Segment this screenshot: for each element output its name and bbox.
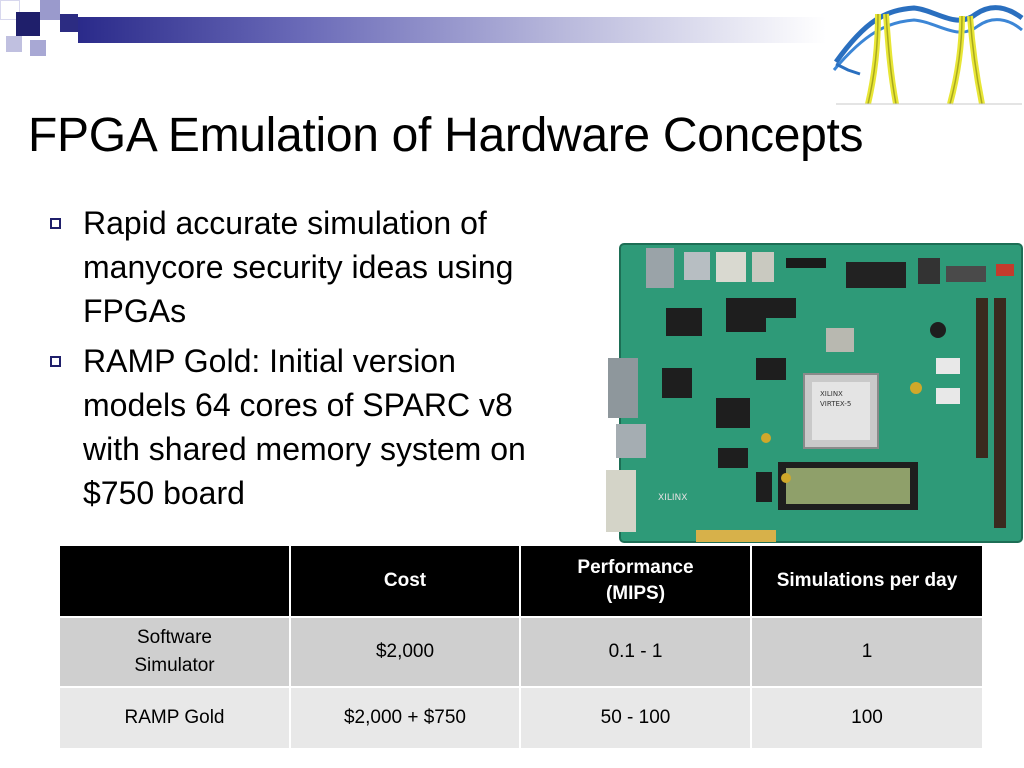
table-header-empty: [60, 546, 291, 617]
header-perf-line1: Performance: [577, 557, 694, 578]
cost-cell: $2,000: [290, 616, 521, 687]
row-name-line2: Simulator: [134, 655, 215, 676]
header-gradient-bar: [78, 17, 826, 43]
bullet-item: Rapid accurate simulation of manycore se…: [48, 201, 608, 333]
bullet-line: Rapid accurate simulation of: [83, 205, 487, 241]
square-bullet-icon: [50, 356, 61, 367]
ramp-bridge-logo: [832, 5, 1024, 105]
table-header-performance: Performance (MIPS): [520, 546, 752, 617]
bullet-line: with shared memory system on: [83, 431, 526, 467]
simulations-cell: 1: [751, 616, 982, 687]
bullet-line: FPGAs: [83, 293, 187, 329]
deco-square-6: [60, 14, 78, 32]
deco-square-3: [40, 0, 60, 20]
bullet-line: manycore security ideas using: [83, 249, 514, 285]
row-name-line1: Software: [137, 627, 212, 648]
table-row: Software Simulator $2,000 0.1 - 1 1: [60, 616, 982, 687]
deco-square-2: [16, 12, 40, 36]
bullet-line: $750 board: [83, 475, 245, 511]
table-row: RAMP Gold $2,000 + $750 50 - 100 100: [60, 686, 982, 748]
cost-cell: $2,000 + $750: [290, 686, 521, 748]
header-perf-line2: (MIPS): [605, 583, 666, 604]
deco-square-4: [6, 36, 22, 52]
deco-square-1: [0, 0, 20, 20]
bullet-line: RAMP Gold: Initial version: [83, 343, 456, 379]
board-brand-label: XILINX: [658, 493, 687, 503]
fpga-board-photo: XILINX VIRTEX-5 XILINX: [606, 243, 1023, 543]
comparison-table: Cost Performance (MIPS) Simulations per …: [60, 546, 982, 748]
bullet-list: Rapid accurate simulation of manycore se…: [48, 201, 608, 521]
table-header-cost: Cost: [290, 546, 521, 617]
slide-title: FPGA Emulation of Hardware Concepts: [28, 109, 864, 162]
row-name-cell: RAMP Gold: [60, 686, 291, 748]
square-bullet-icon: [50, 218, 61, 229]
row-name-cell: Software Simulator: [60, 616, 291, 687]
bullet-item: RAMP Gold: Initial version models 64 cor…: [48, 339, 608, 515]
simulations-cell: 100: [751, 686, 982, 748]
chip-label-virtex: VIRTEX-5: [820, 400, 851, 408]
chip-label-xilinx: XILINX: [820, 390, 843, 398]
deco-square-5: [30, 40, 46, 56]
table-header-simulations: Simulations per day: [751, 546, 982, 617]
performance-cell: 0.1 - 1: [520, 616, 752, 687]
performance-cell: 50 - 100: [520, 686, 752, 748]
table-header-row: Cost Performance (MIPS) Simulations per …: [60, 546, 982, 617]
bullet-line: models 64 cores of SPARC v8: [83, 387, 513, 423]
